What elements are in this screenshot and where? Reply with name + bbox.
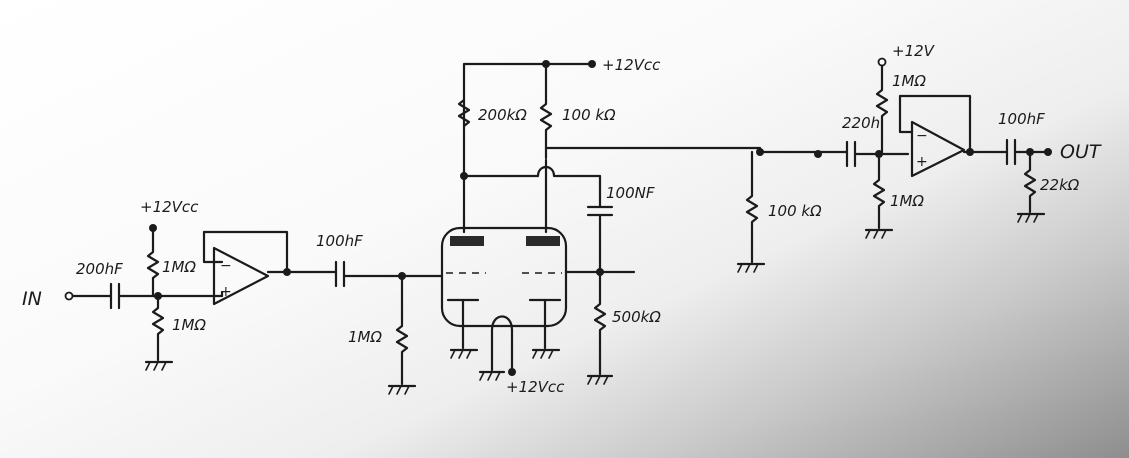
output-resistor-label: 22kΩ <box>1040 176 1080 194</box>
vcc-terminal-op2 <box>877 57 887 67</box>
output-capacitor-label: 100hF <box>998 110 1045 128</box>
input-terminal <box>64 291 74 301</box>
output-capacitor <box>1005 138 1017 166</box>
vcc-label-op2: +12V <box>892 42 936 60</box>
opamp-buffer-2 <box>898 94 1008 178</box>
op2-input-capacitor-label: 220h <box>842 114 880 132</box>
ground-symbol <box>864 228 894 239</box>
ground-symbol <box>144 360 174 371</box>
opamp1-plus: + <box>220 284 232 300</box>
junction-dot <box>756 148 764 156</box>
ground-symbol <box>531 348 561 359</box>
input-capacitor <box>109 282 121 310</box>
op2-bias-resistor-bottom <box>872 152 886 230</box>
bias-resistor-top-label: 1MΩ <box>162 258 196 276</box>
load-resistor <box>745 150 759 264</box>
vacuum-tube <box>440 226 568 350</box>
opamp1-minus: − <box>220 258 232 274</box>
vcc-terminal-top <box>588 60 596 68</box>
opamp2-minus: − <box>916 128 928 144</box>
ground-symbol <box>387 384 417 395</box>
junction-dot <box>460 172 468 180</box>
bias-resistor-top <box>146 226 160 298</box>
bias-resistor-bottom <box>151 294 165 362</box>
vcc-label-heater: +12Vcc <box>506 378 565 396</box>
input-label: IN <box>22 288 42 310</box>
input-capacitor-label: 200hF <box>76 260 123 278</box>
output-label: OUT <box>1060 141 1102 163</box>
cathode-resistor-label: 500kΩ <box>612 308 661 326</box>
plate-resistor-1 <box>457 98 471 128</box>
cathode-resistor <box>593 270 607 376</box>
ground-symbol <box>1016 212 1046 223</box>
op2-input-capacitor <box>845 140 857 168</box>
coupling-capacitor <box>334 260 346 288</box>
opamp-buffer-1 <box>202 230 292 306</box>
bias-resistor-bottom-label: 1MΩ <box>172 316 206 334</box>
coupling-capacitor-label: 100hF <box>316 232 363 250</box>
plate-resistor-2 <box>539 62 553 144</box>
op2-bias-resistor-bottom-label: 1MΩ <box>890 192 924 210</box>
ground-symbol <box>586 374 614 385</box>
plate-resistor-1-label: 200kΩ <box>478 106 527 124</box>
op2-bias-resistor-top-label: 1MΩ <box>892 72 926 90</box>
output-resistor <box>1023 150 1037 214</box>
plate-resistor-2-label: 100 kΩ <box>562 106 616 124</box>
grid-resistor <box>395 274 409 386</box>
ground-symbol <box>478 370 506 381</box>
ground-symbol <box>449 348 479 359</box>
output-terminal <box>1044 148 1052 156</box>
opamp2-plus: + <box>916 154 928 170</box>
vcc-label-op1: +12Vcc <box>140 198 199 216</box>
junction-dot <box>814 150 822 158</box>
bypass-capacitor <box>586 205 614 217</box>
ground-symbol <box>736 262 766 273</box>
vcc-label-top: +12Vcc <box>602 56 661 74</box>
load-resistor-label: 100 kΩ <box>768 202 822 220</box>
op2-bias-resistor-top <box>875 64 889 156</box>
bypass-capacitor-label: 100NF <box>606 184 655 202</box>
vcc-terminal-heater <box>508 368 516 376</box>
grid-resistor-label: 1MΩ <box>348 328 382 346</box>
